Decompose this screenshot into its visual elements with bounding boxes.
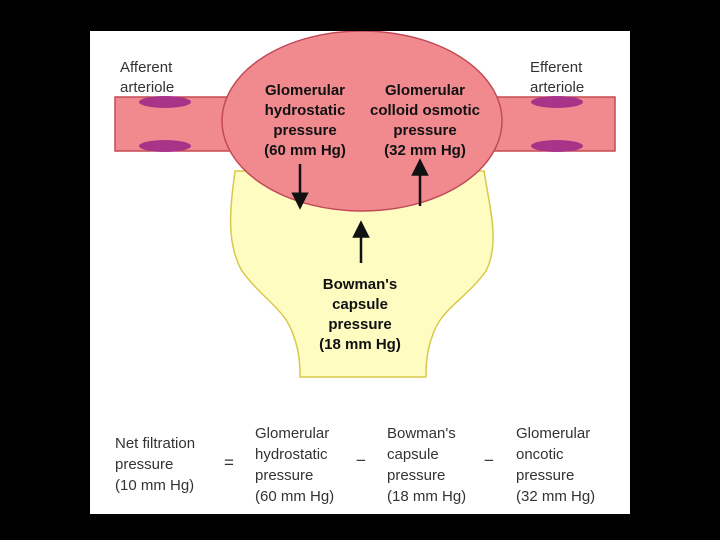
efferent-muscle-bottom [531, 140, 583, 152]
efferent-muscle-top [531, 96, 583, 108]
hydrostatic-term: Glomerular hydrostatic pressure (60 mm H… [255, 425, 335, 505]
efferent-label: Efferent arteriole [530, 59, 585, 96]
afferent-muscle-top [139, 96, 191, 108]
bowman-term: Bowman's capsule pressure (18 mm Hg) [387, 425, 467, 505]
slide: Afferent arteriole Efferent arteriole Gl… [90, 31, 630, 514]
oncotic-term: Glomerular oncotic pressure (32 mm Hg) [516, 425, 596, 505]
glomerulus-diagram [114, 31, 616, 378]
afferent-label: Afferent arteriole [120, 59, 175, 96]
glomerulus [221, 31, 503, 212]
afferent-muscle-bottom [139, 140, 191, 152]
bowmans-capsule [229, 170, 494, 378]
net-filtration-term: Net filtration pressure (10 mm Hg) [115, 435, 196, 494]
equals-sign: = [224, 453, 234, 472]
bowman-label: Bowman's capsule pressure (18 mm Hg) [319, 276, 401, 353]
colloid-label: Glomerular colloid osmotic pressure (32 … [369, 82, 480, 159]
hydrostatic-label: Glomerular hydrostatic pressure (60 mm H… [264, 82, 346, 159]
minus-sign-1: − [356, 451, 366, 470]
minus-sign-2: − [484, 451, 494, 470]
